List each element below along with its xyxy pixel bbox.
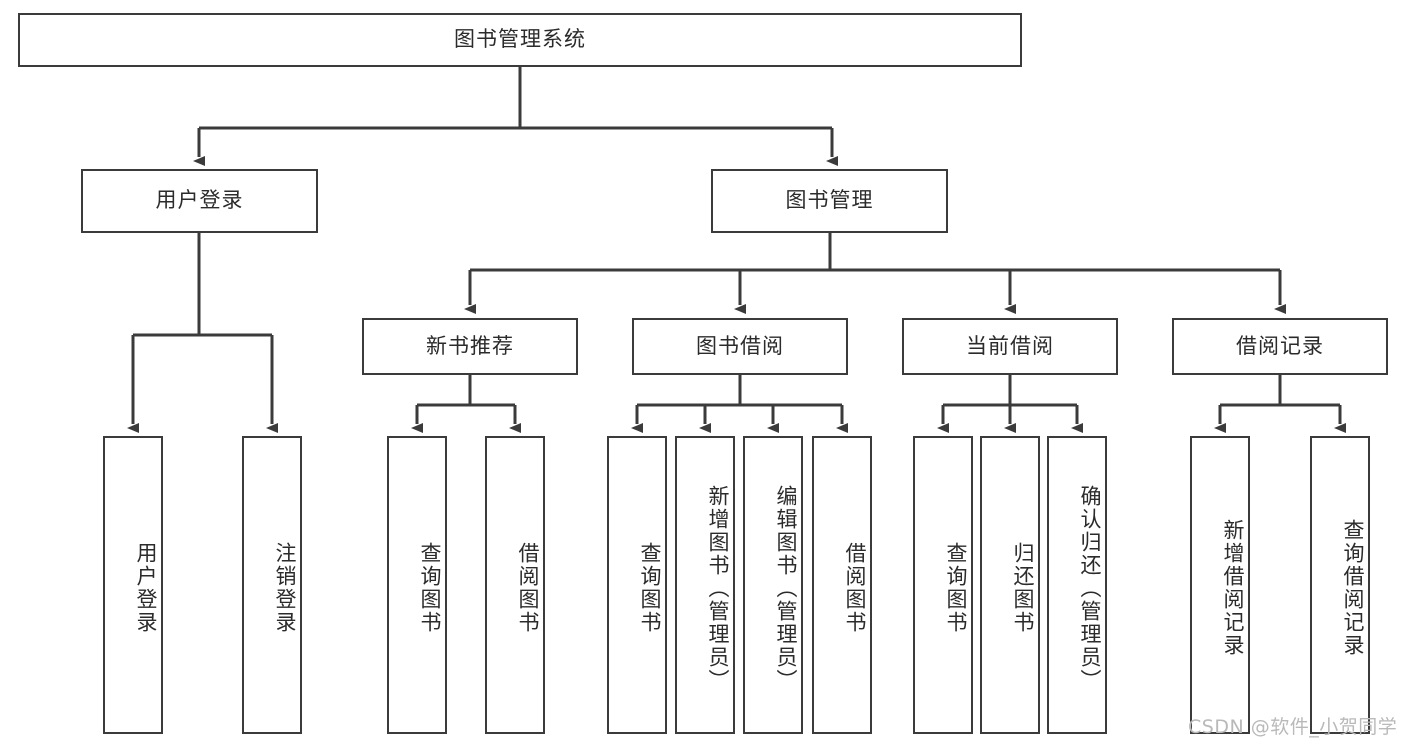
node-root[interactable]: 图书管理系统 bbox=[18, 13, 1022, 67]
leaf-confirm-return[interactable]: 确认归还（管理员） bbox=[1047, 436, 1107, 734]
node-book-borrow-label: 图书借阅 bbox=[696, 333, 784, 358]
leaf-return-book-label: 归还图书 bbox=[1011, 542, 1035, 634]
node-borrow-record-label: 借阅记录 bbox=[1236, 333, 1324, 358]
leaf-query-book-2-label: 查询图书 bbox=[638, 542, 662, 634]
leaf-query-borrow-record-label: 查询借阅记录 bbox=[1341, 519, 1365, 657]
leaf-query-book-2[interactable]: 查询图书 bbox=[607, 436, 667, 734]
leaf-borrow-book-1-label: 借阅图书 bbox=[516, 542, 540, 634]
leaf-borrow-book-1[interactable]: 借阅图书 bbox=[485, 436, 545, 734]
leaf-borrow-book-2[interactable]: 借阅图书 bbox=[812, 436, 872, 734]
node-user-login-label: 用户登录 bbox=[155, 188, 244, 213]
node-new-book-recommend[interactable]: 新书推荐 bbox=[362, 318, 578, 375]
leaf-query-book-3-label: 查询图书 bbox=[944, 542, 968, 634]
leaf-user-login-label: 用户登录 bbox=[134, 542, 158, 634]
node-borrow-record[interactable]: 借阅记录 bbox=[1172, 318, 1388, 375]
node-book-manage-label: 图书管理 bbox=[785, 188, 874, 213]
leaf-edit-book-label: 编辑图书（管理员） bbox=[774, 484, 798, 692]
node-current-borrow[interactable]: 当前借阅 bbox=[902, 318, 1118, 375]
leaf-user-logout-label: 注销登录 bbox=[273, 542, 297, 634]
leaf-add-book[interactable]: 新增图书（管理员） bbox=[675, 436, 735, 734]
leaf-confirm-return-label: 确认归还（管理员） bbox=[1078, 484, 1102, 692]
leaf-user-logout[interactable]: 注销登录 bbox=[242, 436, 302, 734]
leaf-return-book[interactable]: 归还图书 bbox=[980, 436, 1040, 734]
leaf-edit-book[interactable]: 编辑图书（管理员） bbox=[743, 436, 803, 734]
leaf-add-borrow-record-label: 新增借阅记录 bbox=[1221, 519, 1245, 657]
leaf-query-book-1-label: 查询图书 bbox=[418, 542, 442, 634]
node-new-book-recommend-label: 新书推荐 bbox=[426, 333, 514, 358]
leaf-add-book-label: 新增图书（管理员） bbox=[706, 484, 730, 692]
node-root-label: 图书管理系统 bbox=[454, 27, 586, 52]
node-user-login[interactable]: 用户登录 bbox=[81, 169, 318, 233]
node-book-borrow[interactable]: 图书借阅 bbox=[632, 318, 848, 375]
leaf-add-borrow-record[interactable]: 新增借阅记录 bbox=[1190, 436, 1250, 734]
node-book-manage[interactable]: 图书管理 bbox=[711, 169, 948, 233]
leaf-query-book-3[interactable]: 查询图书 bbox=[913, 436, 973, 734]
node-current-borrow-label: 当前借阅 bbox=[966, 333, 1054, 358]
leaf-user-login[interactable]: 用户登录 bbox=[103, 436, 163, 734]
leaf-borrow-book-2-label: 借阅图书 bbox=[843, 542, 867, 634]
leaf-query-book-1[interactable]: 查询图书 bbox=[387, 436, 447, 734]
leaf-query-borrow-record[interactable]: 查询借阅记录 bbox=[1310, 436, 1370, 734]
csdn-watermark: CSDN @软件_小贺同学 bbox=[1188, 716, 1398, 738]
